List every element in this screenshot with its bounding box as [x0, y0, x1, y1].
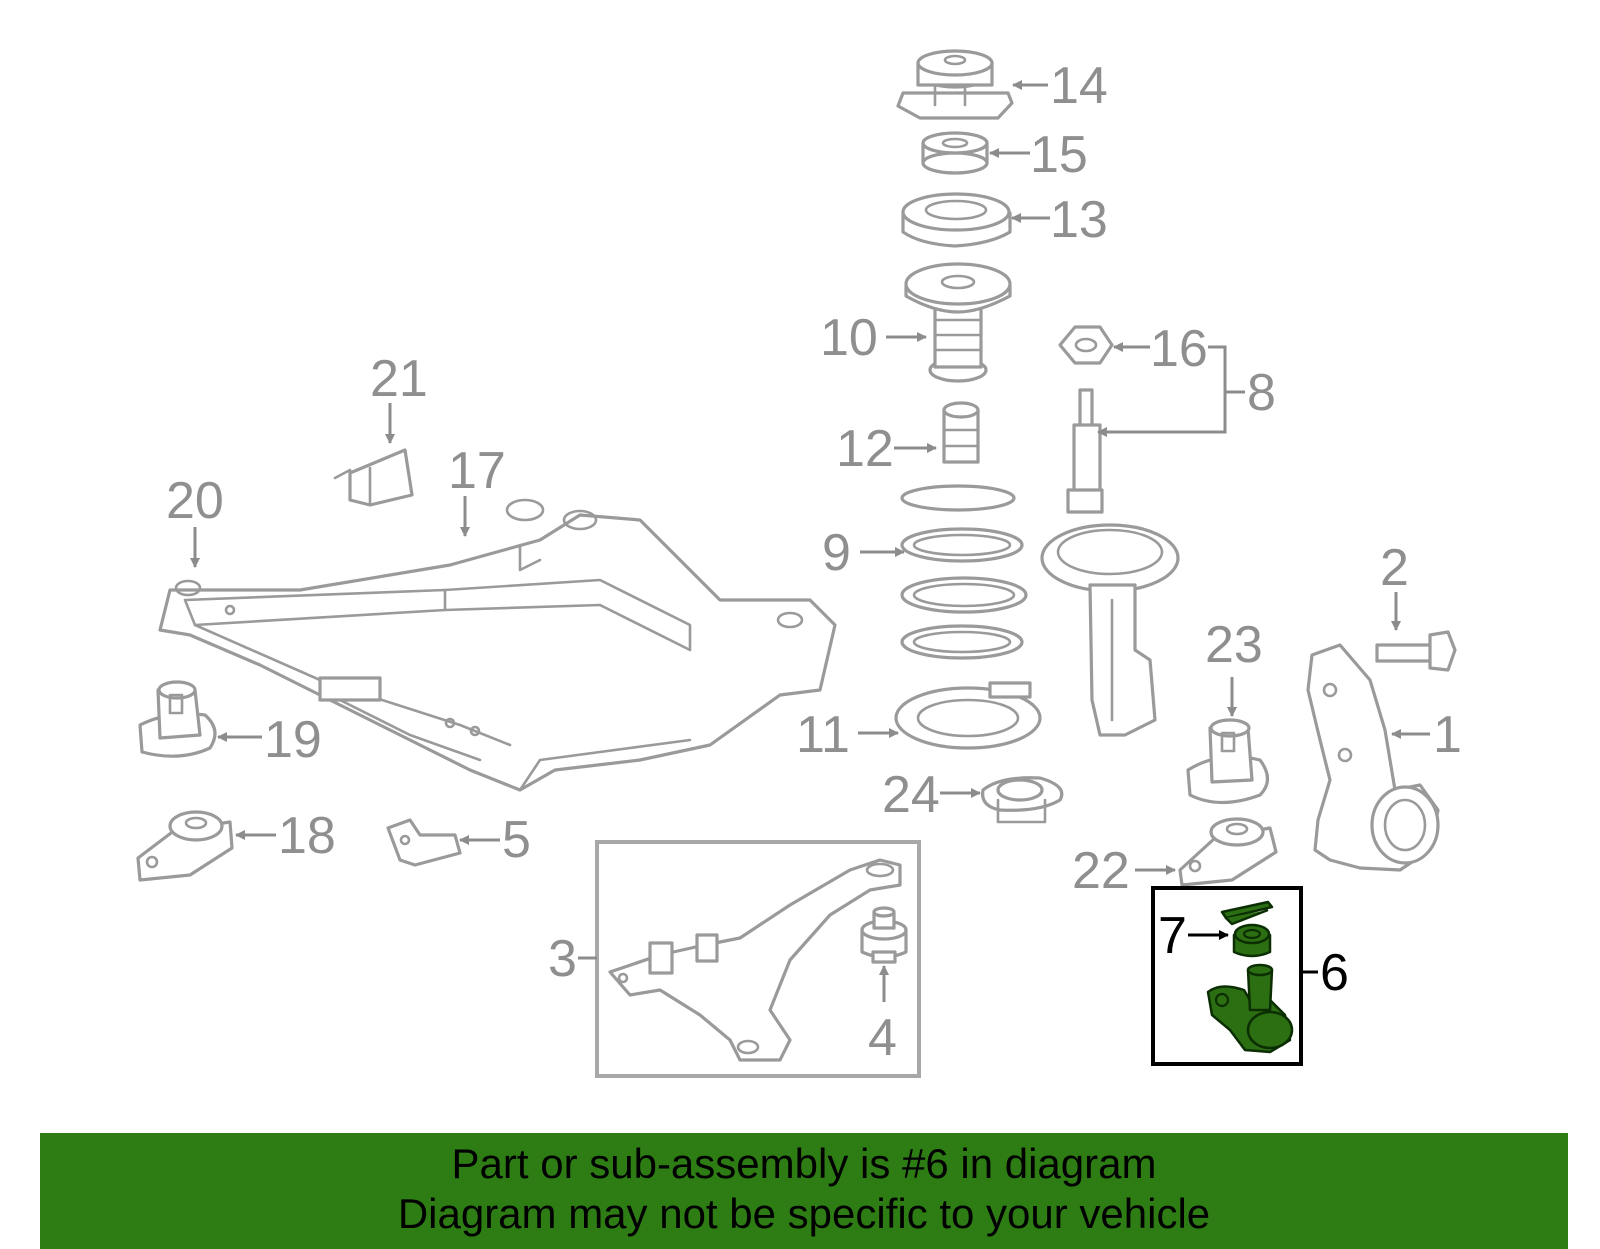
part-24-pad[interactable] — [981, 776, 1064, 824]
part-11-lower-seat[interactable] — [894, 681, 1042, 750]
callout-9[interactable]: 9 — [822, 524, 851, 582]
part-18-mount[interactable] — [136, 810, 234, 882]
callout-21[interactable]: 21 — [370, 350, 428, 408]
part-17-subframe[interactable] — [158, 498, 837, 792]
callout-20[interactable]: 20 — [166, 472, 224, 530]
part-22-mount[interactable] — [1178, 817, 1278, 887]
callout-11[interactable]: 11 — [796, 706, 850, 764]
callout-12[interactable]: 12 — [836, 420, 894, 478]
callout-24[interactable]: 24 — [882, 766, 940, 824]
callout-6[interactable]: 6 — [1320, 944, 1349, 1002]
part-9-coil-spring[interactable] — [900, 484, 1028, 660]
part-4-bushing[interactable] — [860, 906, 908, 964]
callout-labels: 1 2 3 4 5 6 7 8 9 10 11 12 13 14 15 16 1… — [166, 57, 1462, 1067]
callout-18[interactable]: 18 — [278, 807, 336, 865]
part-12-bumper[interactable] — [942, 401, 980, 464]
callout-15[interactable]: 15 — [1030, 126, 1088, 184]
part-23-mount[interactable] — [1186, 718, 1270, 805]
part-6-ball-joint[interactable] — [1206, 900, 1294, 1054]
leader-lines-highlight — [1188, 930, 1318, 974]
callout-7[interactable]: 7 — [1158, 907, 1187, 965]
part-21-bracket[interactable] — [333, 448, 414, 507]
part-14-strut-mount[interactable] — [896, 49, 1014, 120]
part-3-control-arm[interactable] — [608, 858, 902, 1062]
callout-22[interactable]: 22 — [1072, 842, 1130, 900]
part-7-nut[interactable] — [1232, 923, 1272, 958]
part-8-strut[interactable] — [1040, 388, 1180, 737]
part-2-bolt[interactable] — [1375, 630, 1457, 672]
part-16-nut[interactable] — [1058, 325, 1114, 365]
callout-13[interactable]: 13 — [1050, 191, 1108, 249]
banner-line-2: Diagram may not be specific to your vehi… — [397, 1190, 1211, 1237]
callout-23[interactable]: 23 — [1205, 616, 1263, 674]
part-19-mount[interactable] — [138, 680, 217, 758]
banner-line-1: Part or sub-assembly is #6 in diagram — [451, 1140, 1157, 1187]
callout-16[interactable]: 16 — [1150, 320, 1208, 378]
callout-2[interactable]: 2 — [1380, 539, 1409, 597]
callout-8[interactable]: 8 — [1247, 364, 1276, 422]
part-1-knuckle[interactable] — [1306, 643, 1440, 872]
info-banner: Part or sub-assembly is #6 in diagram Di… — [40, 1133, 1568, 1249]
callout-10[interactable]: 10 — [820, 309, 878, 367]
callout-1[interactable]: 1 — [1433, 706, 1462, 764]
part-13-upper-seat[interactable] — [901, 192, 1012, 248]
part-6-group-box — [1151, 886, 1303, 1066]
part-10-bump-stop[interactable] — [904, 262, 1012, 383]
part-5-bracket[interactable] — [386, 818, 462, 867]
callout-14[interactable]: 14 — [1050, 57, 1108, 115]
callout-17[interactable]: 17 — [448, 442, 506, 500]
callout-19[interactable]: 19 — [264, 711, 322, 769]
callout-5[interactable]: 5 — [502, 811, 531, 869]
callout-4[interactable]: 4 — [868, 1009, 897, 1067]
callout-3[interactable]: 3 — [548, 930, 577, 988]
part-15-spacer[interactable] — [921, 131, 989, 175]
leader-lines — [190, 80, 1430, 1002]
